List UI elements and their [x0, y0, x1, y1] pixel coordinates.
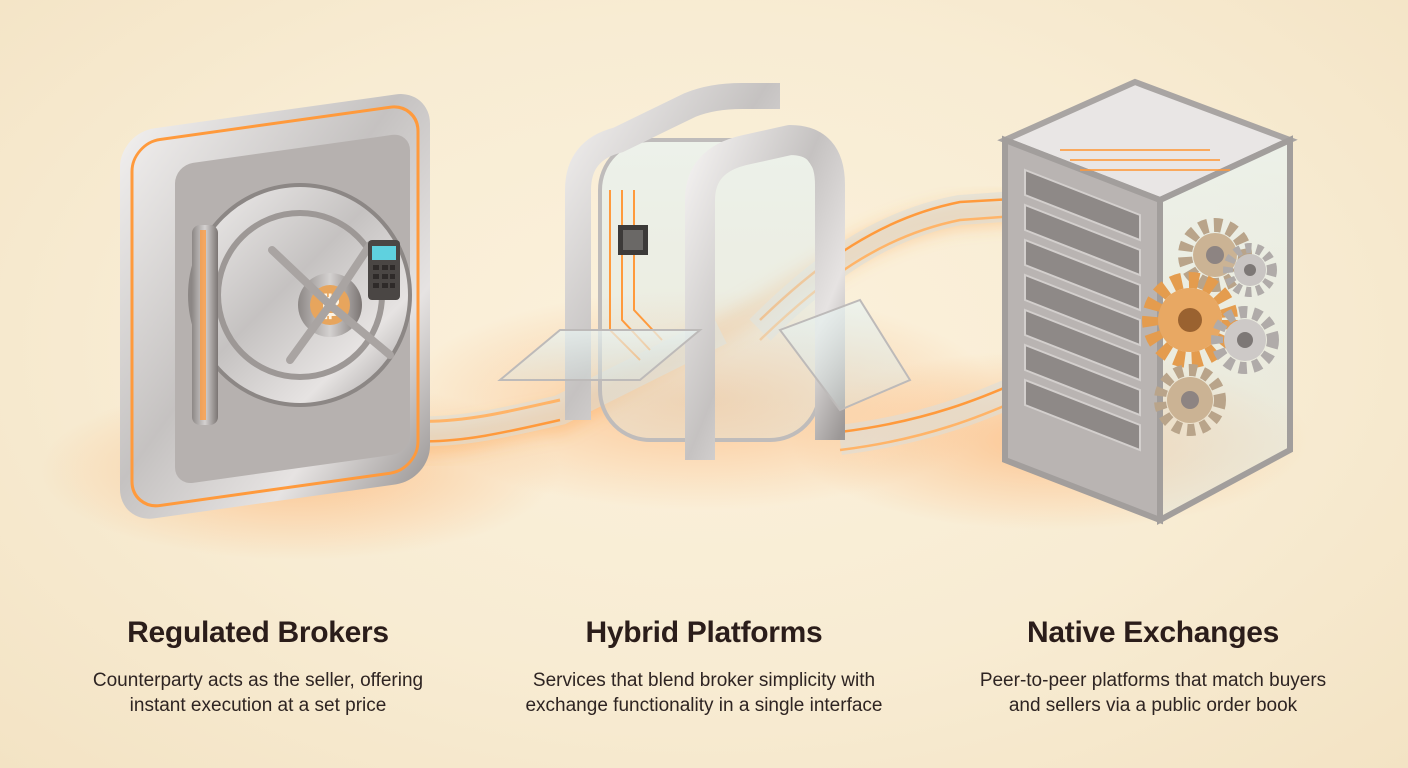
portal-icon [497, 83, 912, 460]
gear-icon [1142, 218, 1279, 436]
column-title: Regulated Brokers [127, 616, 389, 649]
column-description: Peer-to-peer platforms that match buyers… [953, 668, 1353, 718]
column-description: Counterparty acts as the seller, offerin… [58, 668, 458, 718]
description-line-1: Counterparty acts as the seller, offerin… [92, 670, 424, 691]
column-title: Hybrid Platforms [585, 616, 823, 649]
column-native-exchanges: Native Exchanges Peer-to-peer platforms … [953, 612, 1353, 718]
description-line-1: Services that blend broker simplicity wi… [532, 670, 876, 691]
vault-icon: ₿ [120, 94, 430, 519]
column-hybrid-platforms: Hybrid Platforms Services that blend bro… [504, 612, 904, 718]
description-line-2: instant execution at a set price [129, 695, 387, 716]
column-title: Native Exchanges [1027, 616, 1279, 649]
description-line-2: exchange functionality in a single inter… [525, 695, 883, 716]
description-line-2: and sellers via a public order book [1008, 695, 1298, 716]
column-regulated-brokers: Regulated Brokers Counterparty acts as t… [58, 612, 458, 718]
column-description: Services that blend broker simplicity wi… [504, 668, 904, 718]
description-line-1: Peer-to-peer platforms that match buyers [979, 670, 1327, 691]
